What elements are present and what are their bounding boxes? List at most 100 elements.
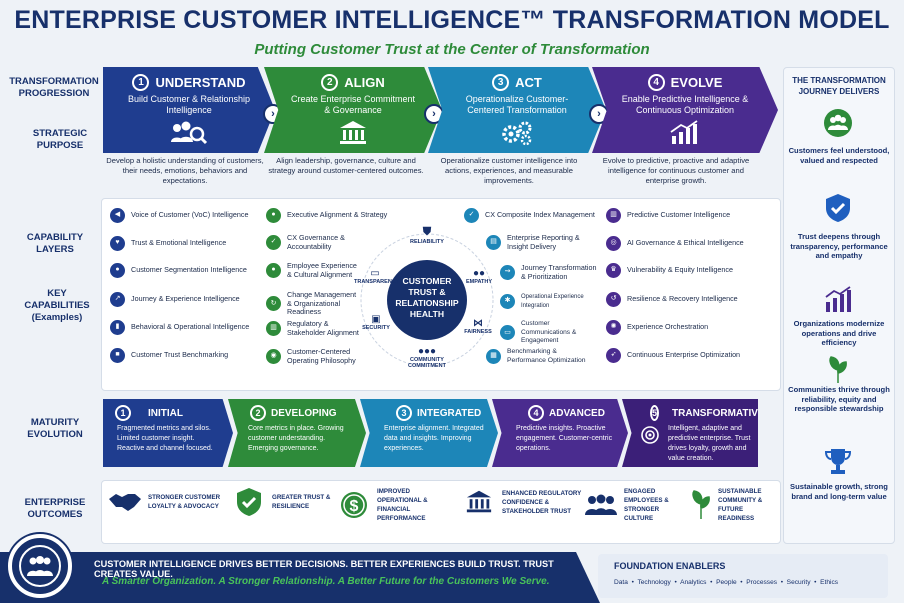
outcome-label: GREATER TRUST & RESILIENCE: [272, 494, 331, 510]
megaphone-icon: ◀: [110, 208, 125, 223]
footer-banner: [0, 552, 600, 603]
stage-align: 2 ALIGN Create Enterprise Commitment & Go…: [264, 67, 442, 153]
maturity-body: Intelligent, adaptive and predictive ent…: [668, 425, 751, 462]
shield-icon: ⛊: [422, 226, 432, 238]
capability-item: Trust & Emotional Intelligence: [131, 238, 227, 248]
outcomes-panel: [101, 480, 781, 544]
ring-label-text: TRANSPARENCY: [354, 279, 400, 285]
footer-tagline: CUSTOMER INTELLIGENCE DRIVES BETTER DECI…: [94, 559, 554, 579]
maturity-name: ADVANCED: [549, 407, 605, 419]
bar-chart-icon: [821, 285, 855, 315]
stage-name: UNDERSTAND: [155, 75, 246, 90]
stage-subtitle: Enable Predictive Intelligence & Continu…: [621, 94, 749, 115]
ring-label-text: RELIABILITY: [410, 239, 444, 245]
maturity-name: TRANSFORMATIVE: [672, 407, 765, 419]
footer-motto: A Smarter Organization. A Stronger Relat…: [102, 576, 550, 587]
capability-item: Experience Orchestration: [627, 322, 709, 332]
outcome-item: ENGAGED EMPLOYEES & STRONGER CULTURE: [584, 487, 688, 523]
handshake-icon: [108, 487, 142, 517]
label-outcomes: ENTERPRISE OUTCOMES: [24, 497, 86, 520]
capability-item: Customer Segmentation Intelligence: [131, 265, 247, 275]
capability-item: Customer-Centered Operating Philosophy: [287, 347, 356, 365]
ai-icon: ◎: [606, 236, 621, 251]
ring-label-text: FAIRNESS: [464, 329, 492, 335]
outcome-label: ENHANCED REGULATORY CONFIDENCE & STAKEHO…: [502, 489, 582, 515]
journey-item: Trust deepens through transparency, perf…: [790, 232, 888, 260]
stage-number: 2: [321, 74, 339, 91]
stage-name: ALIGN: [344, 75, 385, 90]
capability-item: Continuous Enterprise Optimization: [627, 350, 741, 360]
ring-label-text: EMPATHY: [465, 279, 493, 285]
network-icon: ✺: [606, 320, 621, 335]
group-icon: ●●●: [417, 346, 437, 357]
capability-item: Voice of Customer (VoC) Intelligence: [131, 210, 249, 220]
journey-item: Organizations modernize operations and d…: [793, 319, 885, 347]
handshake-icon: ⋈: [473, 318, 483, 329]
lock-icon: ■: [110, 348, 125, 363]
capability-item: Regulatory & Stakeholder Alignment: [287, 319, 359, 337]
index-icon: ✓: [464, 208, 479, 223]
capability-item: Benchmarking & Performance Optimization: [507, 348, 586, 364]
growth-chart-icon: [592, 120, 778, 146]
gear-icon: ✱: [500, 294, 515, 309]
team-icon: ●: [266, 208, 281, 223]
people-search-icon: [103, 120, 275, 146]
capability-item: Resilience & Recovery Intelligence: [627, 294, 738, 304]
shield-check-icon: [232, 487, 266, 517]
heart-icon: ♥: [110, 236, 125, 251]
stage-description: Evolve to predictive, proactive and adap…: [602, 156, 750, 185]
ring-label-text: SECURITY: [362, 325, 390, 331]
outcome-item: GREATER TRUST & RESILIENCE: [232, 487, 350, 517]
capability-item: Journey & Experience Intelligence: [131, 294, 240, 304]
capability-item: Predictive Customer Intelligence: [627, 210, 731, 220]
capability-item: CX Composite Index Management: [485, 210, 595, 220]
location-icon: ◉: [266, 349, 281, 364]
maturity-body: Enterprise alignment. Integrated data an…: [384, 425, 484, 452]
people-icon: ●●: [472, 268, 486, 279]
maturity-number: 4: [528, 405, 544, 421]
capability-item: Enterprise Reporting & Insight Delivery: [507, 233, 580, 251]
target-icon: [640, 425, 660, 445]
chart-icon: ▥: [606, 208, 621, 223]
trust-center-label: CUSTOMER TRUST & RELATIONSHIP HEALTH: [395, 276, 459, 319]
ring-label-reliability: ⛊RELIABILITY: [403, 226, 451, 245]
page-title: ENTERPRISE CUSTOMER INTELLIGENCE™ TRANSF…: [14, 6, 890, 34]
ring-label-text: COMMUNITY COMMITMENT: [408, 357, 446, 369]
maturity-name: INITIAL: [148, 407, 183, 419]
journey-icon: ⇝: [500, 265, 515, 280]
ring-label-fairness: ⋈FAIRNESS: [458, 318, 498, 335]
stage-name: ACT: [515, 75, 542, 90]
capability-item: Journey Transformation & Prioritization: [521, 263, 597, 281]
shield-check-icon: [821, 193, 855, 223]
stage-subtitle: Create Enterprise Commitment & Governanc…: [290, 94, 416, 115]
recovery-icon: ↺: [606, 292, 621, 307]
group-icon: [821, 108, 855, 138]
group-icon: ●: [110, 263, 125, 278]
maturity-body: Fragmented metrics and silos. Limited cu…: [117, 425, 213, 452]
gears-icon: [428, 120, 606, 146]
label-progression: TRANSFORMATION PROGRESSION: [9, 76, 99, 99]
maturity-number: 1: [115, 405, 131, 421]
capability-item: Employee Experience & Cultural Alignment: [287, 261, 357, 279]
enablers-title: FOUNDATION ENABLERS: [614, 561, 726, 571]
rocket-icon: ➶: [606, 348, 621, 363]
benchmark-icon: ▦: [486, 349, 501, 364]
outcome-item: ENHANCED REGULATORY CONFIDENCE & STAKEHO…: [462, 487, 582, 517]
maturity-initial: 1 INITIAL Fragmented metrics and silos. L…: [103, 399, 233, 467]
institution-icon: ▥: [266, 321, 281, 336]
stage-number: 1: [132, 74, 150, 91]
label-layers: CAPABILITY LAYERS: [26, 232, 84, 255]
trust-ring: [360, 233, 494, 367]
group-icon: [19, 545, 61, 587]
logo-badge: [8, 534, 72, 598]
leaf-icon: [690, 490, 712, 520]
refresh-icon: ↻: [266, 296, 281, 312]
maturity-number: 5: [650, 405, 660, 421]
chat-icon: ▭: [500, 325, 515, 341]
outcome-item: STRONGER CUSTOMER LOYALTY & ADVOCACY: [108, 487, 226, 517]
